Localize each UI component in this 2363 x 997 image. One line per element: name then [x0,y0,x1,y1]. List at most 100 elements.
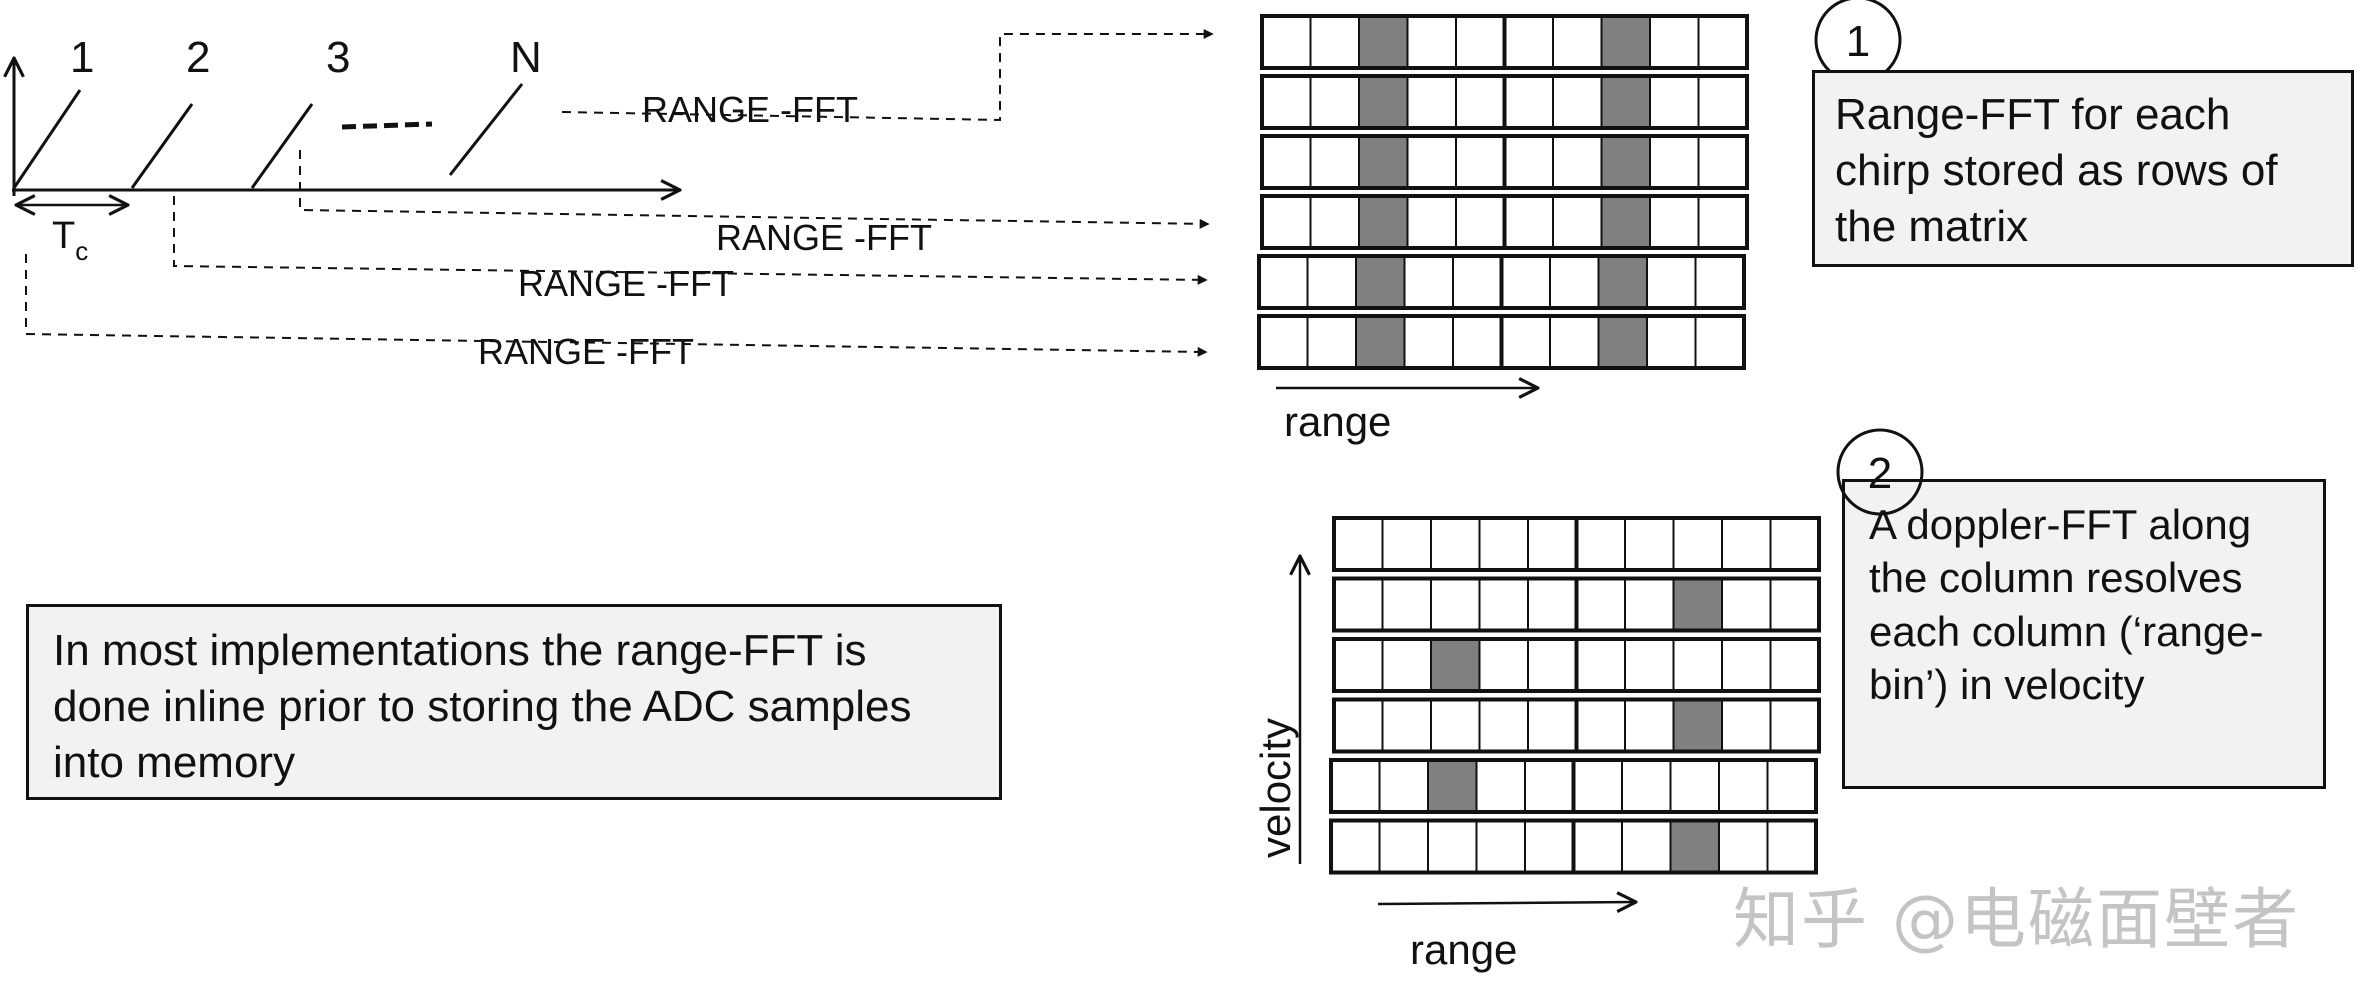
range-fft-matrix-cell [1552,15,1603,69]
range-fft-matrix-cell [1455,75,1506,129]
range-fft-matrix-cell [1597,255,1648,309]
doppler-fft-matrix-cell [1478,638,1529,692]
range-fft-matrix-cell [1649,135,1700,189]
doppler-fft-matrix-cell [1430,638,1481,692]
fft-label-chirp-2: RANGE -FFT [518,263,734,304]
fft-path-chirp-1 [25,254,1208,357]
range-fft-matrix-cell [1552,135,1603,189]
doppler-fft-matrix-cell [1330,819,1381,874]
doppler-fft-matrix-cell [1527,577,1578,632]
doppler-fft-matrix-row-2 [1332,576,1821,633]
doppler-fft-matrix-cell [1475,759,1526,813]
range-fft-matrix-cell [1503,135,1554,189]
chirp-ellipsis [341,121,433,130]
range-axis-label-bottom: range [1410,926,1517,973]
doppler-fft-matrix-cell [1378,819,1429,874]
chirp-ramp-3 [250,103,314,189]
doppler-fft-matrix-cell [1527,698,1578,753]
fft-transfer-paths [25,29,1214,357]
callout-range-fft: Range-FFT for each chirp stored as rows … [1812,70,2354,267]
chirp-label-1: 1 [70,33,94,82]
range-fft-matrix-cell [1597,315,1648,369]
callout-2-number-circle [1836,428,1924,516]
doppler-fft-matrix-cell [1527,638,1578,692]
doppler-fft-matrix-cell [1624,638,1675,692]
doppler-fft-matrix-cell [1333,517,1384,571]
doppler-fft-matrix-cell [1721,638,1772,692]
doppler-fft-matrix-cell [1475,819,1526,874]
range-fft-matrix-row-2 [1260,74,1749,130]
doppler-fft-matrix-cell [1575,698,1626,753]
range-fft-matrix-cell [1358,195,1409,249]
doppler-fft-matrix-cell [1769,577,1820,632]
range-fft-matrix-cell [1406,75,1457,129]
range-fft-matrix-cell [1600,75,1651,129]
doppler-fft-matrix-cell [1624,698,1675,753]
doppler-fft-matrix-cell [1718,819,1769,874]
doppler-fft-matrix-cell [1575,517,1626,571]
range-fft-matrix-cell [1406,195,1457,249]
range-fft-matrix-cell [1355,315,1406,369]
range-fft-matrix-cell [1503,75,1554,129]
doppler-fft-matrix-cell [1381,698,1432,753]
callout-range-fft-text: Range-FFT for each chirp stored as rows … [1835,90,2278,251]
doppler-fft-matrix-row-4 [1332,697,1821,754]
doppler-fft-matrix-cell [1624,517,1675,571]
doppler-fft-matrix-cell [1378,759,1429,813]
doppler-fft-matrix-cell [1669,759,1720,813]
range-fft-matrix-cell [1649,15,1700,69]
range-fft-matrix-cell [1600,195,1651,249]
range-fft-matrix-cell [1455,195,1506,249]
range-fft-matrix-cell [1306,315,1357,369]
doppler-fft-matrix-cell [1524,759,1575,813]
fft-label-chirp-1: RANGE -FFT [478,331,694,372]
range-fft-matrix-cell [1649,195,1700,249]
range-fft-matrix-cell [1261,15,1312,69]
chirp-timeline: 1 2 3 N Tc [12,33,680,266]
range-fft-matrix-cell [1697,75,1748,129]
doppler-fft-matrix-row-6 [1329,818,1818,875]
doppler-fft-matrix-cell [1669,819,1720,874]
range-fft-matrix-cell [1649,75,1700,129]
doppler-fft-matrix-cell [1672,638,1723,692]
range-fft-matrix-cell [1500,315,1551,369]
doppler-fft-matrix-cell [1478,577,1529,632]
doppler-fft-matrix-cell [1430,577,1481,632]
callout-2-badge: 2 [1836,428,1924,516]
range-fft-matrix-cell [1452,315,1503,369]
callout-doppler-fft-text: A doppler-FFT along the column resolves … [1869,501,2264,708]
callout-1-number: 1 [1846,17,1870,66]
doppler-fft-matrix-cell [1333,698,1384,753]
range-fft-matrix-row-4 [1260,194,1749,250]
range-fft-matrix-cell [1309,195,1360,249]
doppler-fft-matrix-cell [1430,698,1481,753]
range-fft-matrix-cell [1697,15,1748,69]
doppler-fft-matrix-cell [1527,517,1578,571]
chirp-period-label: Tc [52,215,88,266]
doppler-fft-matrix-cell [1769,698,1820,753]
doppler-fft-matrix-cell [1478,517,1529,571]
doppler-fft-matrix-cell [1621,759,1672,813]
doppler-fft-matrix-cell [1524,819,1575,874]
range-fft-matrix-cell [1549,315,1600,369]
range-fft-matrix-cell [1697,195,1748,249]
range-fft-matrix-cell [1258,255,1309,309]
doppler-fft-matrix-cell [1721,577,1772,632]
doppler-fft-matrix-cell [1381,638,1432,692]
doppler-fft-matrix-cell [1672,517,1723,571]
range-fft-matrix-cell [1355,255,1406,309]
doppler-fft-matrix-cell [1766,819,1817,874]
range-axis-arrow-bottom [1377,902,1636,904]
doppler-fft-matrix-cell [1624,577,1675,632]
range-fft-matrix-cell [1549,255,1600,309]
fft-path-chirp-n [561,29,1214,122]
chirp-ramp-1 [12,89,82,189]
doppler-fft-matrix-cell [1427,819,1478,874]
chirp-ramp-n [448,83,524,176]
doppler-fft-matrix-cell [1769,638,1820,692]
range-fft-matrix-cell [1258,315,1309,369]
doppler-fft-matrix-cell [1427,759,1478,813]
doppler-fft-matrix-row-3 [1332,637,1821,693]
range-fft-matrix-cell [1406,135,1457,189]
